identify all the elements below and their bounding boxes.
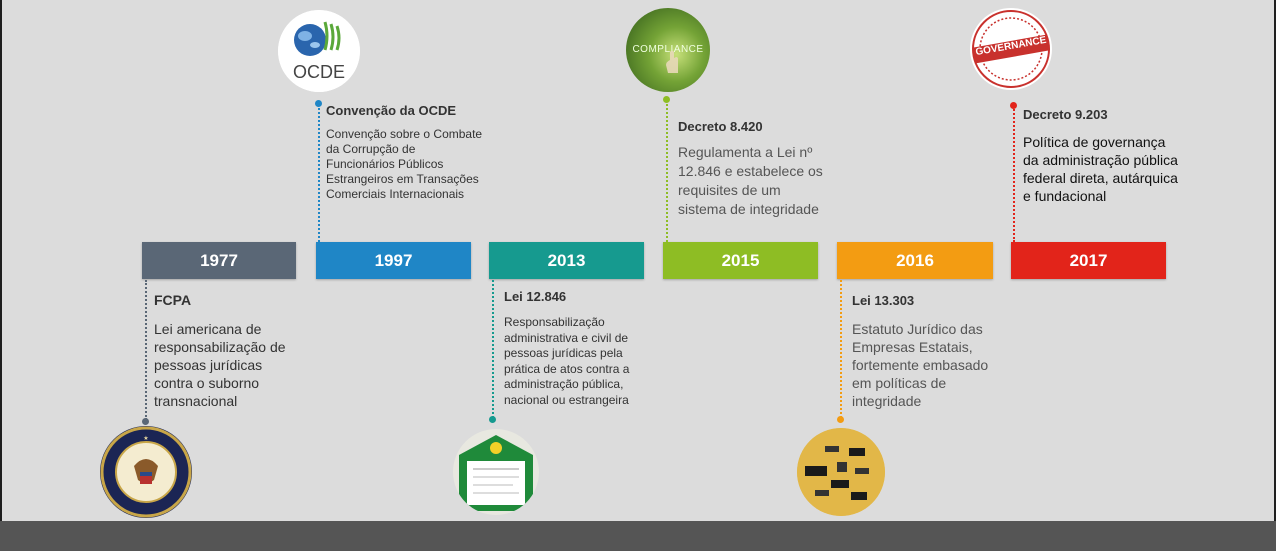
description-line: transnacional	[154, 393, 238, 409]
description-line: 12.846 e estabelece os	[678, 163, 823, 179]
doj-seal-logo: ★	[100, 426, 192, 518]
event-heading-1977: FCPA	[154, 292, 192, 308]
description-line: Lei americana de	[154, 321, 262, 337]
description-line: administrativa e civil de	[504, 330, 629, 345]
connector-2015	[666, 100, 668, 242]
compliance-touch-logo: COMPLIANCE	[626, 8, 710, 92]
connector-dot	[1010, 102, 1017, 109]
description-line: Funcionários Públicos	[326, 157, 444, 171]
year-box-1997: 1997	[316, 242, 471, 279]
year-label: 1977	[200, 250, 238, 270]
compliance-logo-text: COMPLIANCE	[632, 44, 704, 55]
year-box-2013: 2013	[489, 242, 644, 279]
description-line: responsabilização de	[154, 339, 286, 355]
description-line: Regulamenta a Lei nº	[678, 144, 813, 160]
year-box-2016: 2016	[837, 242, 993, 279]
event-description-2013: Responsabilização administrativa e civil…	[504, 315, 629, 408]
connector-2013	[492, 280, 494, 418]
description-line: em políticas de	[852, 375, 947, 391]
description-line: Estrangeiros em Transações	[326, 172, 479, 186]
description-line: Política de governança	[1023, 134, 1166, 150]
description-line: Empresas Estatais,	[852, 339, 973, 355]
event-heading-2015: Decreto 8.420	[678, 119, 763, 134]
year-box-2017: 2017	[1011, 242, 1166, 279]
ocde-logo-text: OCDE	[292, 62, 345, 82]
connector-dot	[315, 100, 322, 107]
description-line: pessoas jurídicas pela	[504, 346, 623, 360]
connector-dot	[489, 416, 496, 423]
connector-2017	[1013, 106, 1015, 242]
framed-certificate-logo	[453, 429, 539, 515]
event-description-2017: Política de governança da administração …	[1023, 133, 1178, 205]
description-line: contra o suborno	[154, 375, 260, 391]
description-line: Comerciais Internacionais	[326, 187, 465, 201]
description-line: prática de atos contra a	[504, 361, 630, 376]
year-box-2015: 2015	[663, 242, 818, 279]
year-label: 1997	[374, 250, 413, 270]
event-description-2016: Estatuto Jurídico das Empresas Estatais,…	[852, 320, 988, 410]
year-label: 2015	[721, 250, 760, 270]
state-companies-collage-logo	[797, 428, 885, 516]
connector-dot	[142, 418, 149, 425]
description-line: administração pública,	[504, 377, 624, 391]
event-description-1977: Lei americana de responsabilização de pe…	[154, 320, 286, 410]
event-heading-2013: Lei 12.846	[504, 289, 567, 304]
event-description-1997: Convenção sobre o Combate da Corrupção d…	[326, 127, 482, 202]
event-heading-2017: Decreto 9.203	[1023, 107, 1108, 122]
description-line: nacional ou estrangeira	[504, 392, 629, 407]
connector-1997	[318, 104, 320, 242]
description-line: da administração pública	[1023, 152, 1178, 168]
description-line: sistema de integridade	[678, 201, 819, 217]
description-line: requisites de um	[678, 182, 781, 198]
description-line: integridade	[852, 393, 922, 409]
event-description-2015: Regulamenta a Lei nº 12.846 e estabelece…	[678, 143, 823, 219]
year-label: 2016	[896, 250, 934, 270]
description-line: da Corrupção de	[326, 142, 416, 156]
connector-1977	[145, 280, 147, 420]
description-line: Estatuto Jurídico das	[852, 321, 983, 337]
connector-2016	[840, 280, 842, 418]
description-line: Convenção sobre o Combate	[326, 127, 483, 141]
description-line: fortemente embasado	[852, 357, 989, 373]
description-line: pessoas jurídicas	[154, 357, 263, 373]
description-line: federal direta, autárquica	[1023, 170, 1178, 186]
year-label: 2013	[547, 250, 586, 270]
year-box-1977: 1977	[142, 242, 296, 279]
connector-dot	[837, 416, 844, 423]
svg-text:★: ★	[143, 435, 148, 442]
right-border	[1274, 0, 1276, 521]
description-line: Responsabilização	[504, 315, 605, 329]
year-label: 2017	[1069, 250, 1108, 270]
event-heading-2016: Lei 13.303	[852, 293, 915, 308]
event-heading-1997: Convenção da OCDE	[326, 103, 457, 118]
governance-stamp-logo: GOVERNANCE	[970, 8, 1052, 90]
footer-bar	[0, 521, 1276, 551]
ocde-globe-logo: OCDE	[278, 10, 360, 92]
description-line: e fundacional	[1023, 188, 1107, 204]
connector-dot	[663, 96, 670, 103]
left-border	[0, 0, 2, 521]
